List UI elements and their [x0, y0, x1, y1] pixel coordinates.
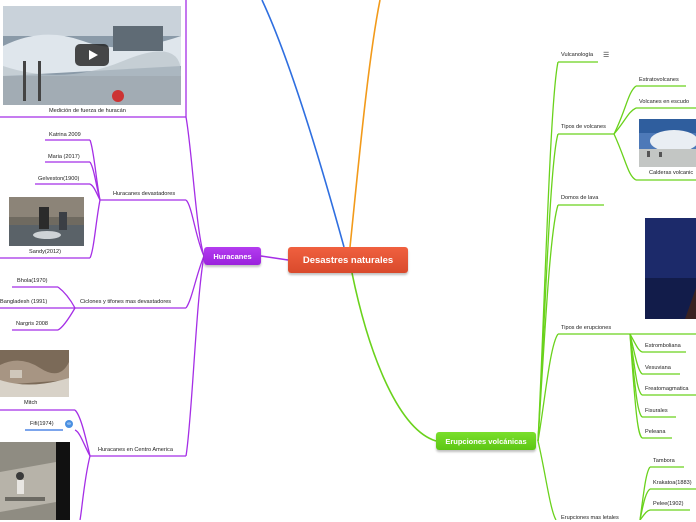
item-mitch[interactable]: Mitch — [24, 400, 38, 406]
item-maria[interactable]: Maria (2017) — [48, 154, 80, 160]
item-escudo[interactable]: Volcanes en escudo — [639, 99, 690, 105]
item-sandy[interactable]: Sandy(2012) — [29, 249, 62, 255]
orange-branch-line — [349, 0, 381, 248]
sandy-photo — [9, 197, 84, 246]
erupciones-node[interactable]: Erupciones volcánicas — [436, 432, 536, 450]
item-bhola[interactable]: Bhola(1970) — [17, 278, 48, 284]
item-nargris[interactable]: Nargris 2008 — [16, 321, 49, 327]
item-krakatoa[interactable]: Krakatoa(1883) — [653, 480, 692, 486]
item-estromboliana[interactable]: Estromboliana — [645, 343, 681, 349]
video-caption: Medición de fuerza de huracán — [49, 108, 126, 114]
item-estratovolcanes[interactable]: Estratovolcanes — [639, 77, 679, 83]
huracanes-node[interactable]: Huracanes — [204, 247, 261, 265]
caldera-photo — [639, 119, 696, 167]
central-node[interactable]: Desastres naturales — [288, 247, 408, 273]
link-badge-icon[interactable]: ∞ — [65, 420, 73, 428]
erupciones-title: Erupciones volcánicas — [445, 436, 527, 446]
central-title: Desastres naturales — [302, 254, 394, 266]
central-to-erupciones — [351, 272, 437, 442]
menu-icon[interactable]: ☰ — [603, 52, 610, 59]
item-fifi[interactable]: Fifi(1974) — [30, 421, 54, 427]
item-peleana[interactable]: Peleana — [645, 429, 666, 435]
centro-america-photo — [0, 442, 70, 520]
tipos-erupciones-label[interactable]: Tipos de erupciones — [561, 325, 612, 331]
item-vesuviana[interactable]: Vesuviana — [645, 365, 671, 371]
item-freatomagmatica[interactable]: Freatomagmatica — [645, 386, 689, 392]
item-fisurales[interactable]: Fisurales — [645, 408, 668, 414]
item-katrina[interactable]: Katrina 2009 — [49, 132, 81, 138]
item-tambora[interactable]: Tambora — [653, 458, 675, 464]
centro-america-label[interactable]: Huracanes en Centro America — [98, 447, 173, 453]
item-calderas[interactable]: Calderas volcanic — [649, 170, 694, 176]
domos-label[interactable]: Domos de lava — [561, 195, 599, 201]
item-gelveston[interactable]: Gelveston(1900) — [38, 176, 80, 182]
vulcanologia-label[interactable]: Vulcanología — [561, 52, 594, 58]
blue-branch-line — [261, 0, 345, 248]
item-bangladesh[interactable]: Bangladesh (1991) — [0, 299, 48, 305]
item-pelee[interactable]: Pelee(1902) — [653, 501, 684, 507]
letales-label[interactable]: Erupciones mas letales — [561, 515, 619, 521]
huracanes-title: Huracanes — [213, 251, 252, 261]
hurricane-video-thumbnail[interactable] — [3, 6, 181, 105]
central-to-huracanes — [260, 255, 289, 261]
tipos-volcanes-label[interactable]: Tipos de volcanes — [561, 124, 606, 130]
huracanes-devastadores-label[interactable]: Huracanes devastadores — [113, 191, 176, 197]
eruption-photo — [645, 218, 696, 319]
ciclones-label[interactable]: Ciclones y tifones mas devastadores — [80, 299, 172, 305]
mitch-photo — [0, 350, 69, 397]
play-icon[interactable] — [75, 44, 109, 66]
